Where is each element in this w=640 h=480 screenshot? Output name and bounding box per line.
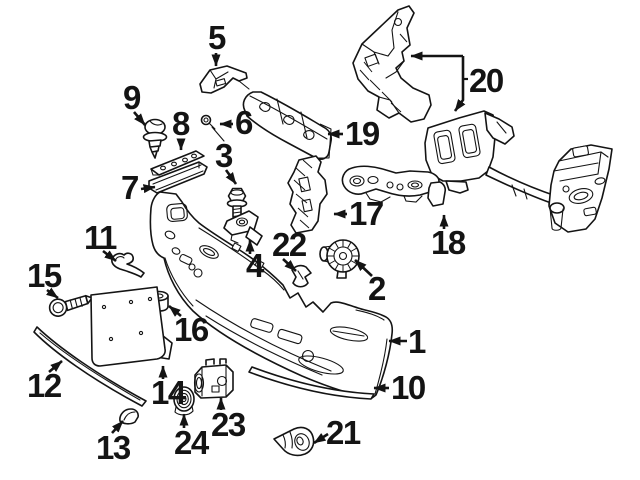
part-4-mounting-plate — [223, 210, 263, 246]
callout-14-label: 14 — [151, 374, 187, 411]
callout-11-label: 11 — [84, 219, 117, 256]
part-20b-center-support — [424, 110, 567, 210]
callout-17-label: 17 — [349, 195, 383, 232]
part-11-hook-clip — [111, 252, 145, 278]
callout-2-arrow — [354, 259, 373, 277]
callout-15-arrow — [46, 287, 59, 300]
part-19-impact-absorber — [242, 91, 333, 160]
callout-arrows — [46, 51, 468, 445]
part-1-bumper-cover — [149, 191, 394, 399]
part-10-front-trim-strip — [248, 366, 375, 400]
callout-5-label: 5 — [208, 19, 226, 56]
callout-7-label: 7 — [121, 169, 138, 206]
part-18-lower-support-bracket — [341, 165, 447, 207]
callout-16-label: 16 — [174, 311, 209, 348]
callout-3-arrow — [224, 169, 238, 185]
part-5-bracket — [199, 65, 250, 94]
callout-21-label: 21 — [326, 414, 361, 451]
part-14-license-plate-bracket — [90, 286, 173, 367]
callout-6-label: 6 — [235, 104, 253, 141]
callout-1-label: 1 — [408, 323, 426, 360]
callout-22-label: 22 — [272, 226, 307, 263]
callout-22-arrow — [282, 258, 297, 272]
part-17-side-bracket — [287, 155, 328, 234]
callout-4-label: 4 — [246, 247, 265, 284]
part-22-clip — [291, 264, 312, 288]
callout-21-arrow — [313, 432, 329, 445]
callout-24-label: 24 — [174, 424, 210, 461]
callout-13-label: 13 — [96, 429, 131, 466]
callout-18-label: 18 — [431, 224, 466, 261]
part-20c-mounting-bracket-right — [548, 144, 613, 233]
part-8-upper-rail — [150, 150, 205, 176]
callout-23-label: 23 — [211, 406, 246, 443]
part-12-molding-strip — [33, 326, 147, 407]
callout-3-label: 3 — [215, 137, 233, 174]
callout-7-arrow — [140, 184, 156, 194]
callout-8-label: 8 — [172, 105, 190, 142]
callout-10-label: 10 — [391, 369, 425, 406]
part-13-cap — [119, 408, 139, 425]
part-23-pump-unit — [193, 358, 234, 399]
part-15-screw — [48, 294, 93, 317]
part-24-grommet — [173, 386, 195, 416]
callout-12-arrow — [48, 360, 63, 373]
callout-11-arrow — [102, 249, 117, 263]
callout-20-label: 20 — [469, 62, 503, 99]
part-20a-mounting-bracket-left — [352, 5, 432, 123]
callout-labels: 1 2 3 4 5 6 7 8 9 10 11 12 13 14 15 16 1… — [27, 19, 504, 466]
part-21-screw-plug — [273, 426, 315, 457]
callout-15-label: 15 — [27, 257, 62, 294]
callout-9-label: 9 — [123, 79, 141, 116]
callout-20-arrow-b — [453, 56, 466, 112]
part-7-lower-rail — [148, 161, 208, 194]
callout-2-label: 2 — [368, 270, 386, 307]
callout-16-arrow — [168, 305, 182, 317]
callout-9-arrow — [133, 111, 146, 126]
part-6-clip — [200, 114, 225, 142]
callout-12-label: 12 — [27, 367, 62, 404]
part-9-screw — [142, 118, 168, 159]
part-2-round-finned-component — [319, 239, 360, 279]
callout-13-arrow — [111, 420, 124, 434]
callout-19-label: 19 — [345, 115, 380, 152]
